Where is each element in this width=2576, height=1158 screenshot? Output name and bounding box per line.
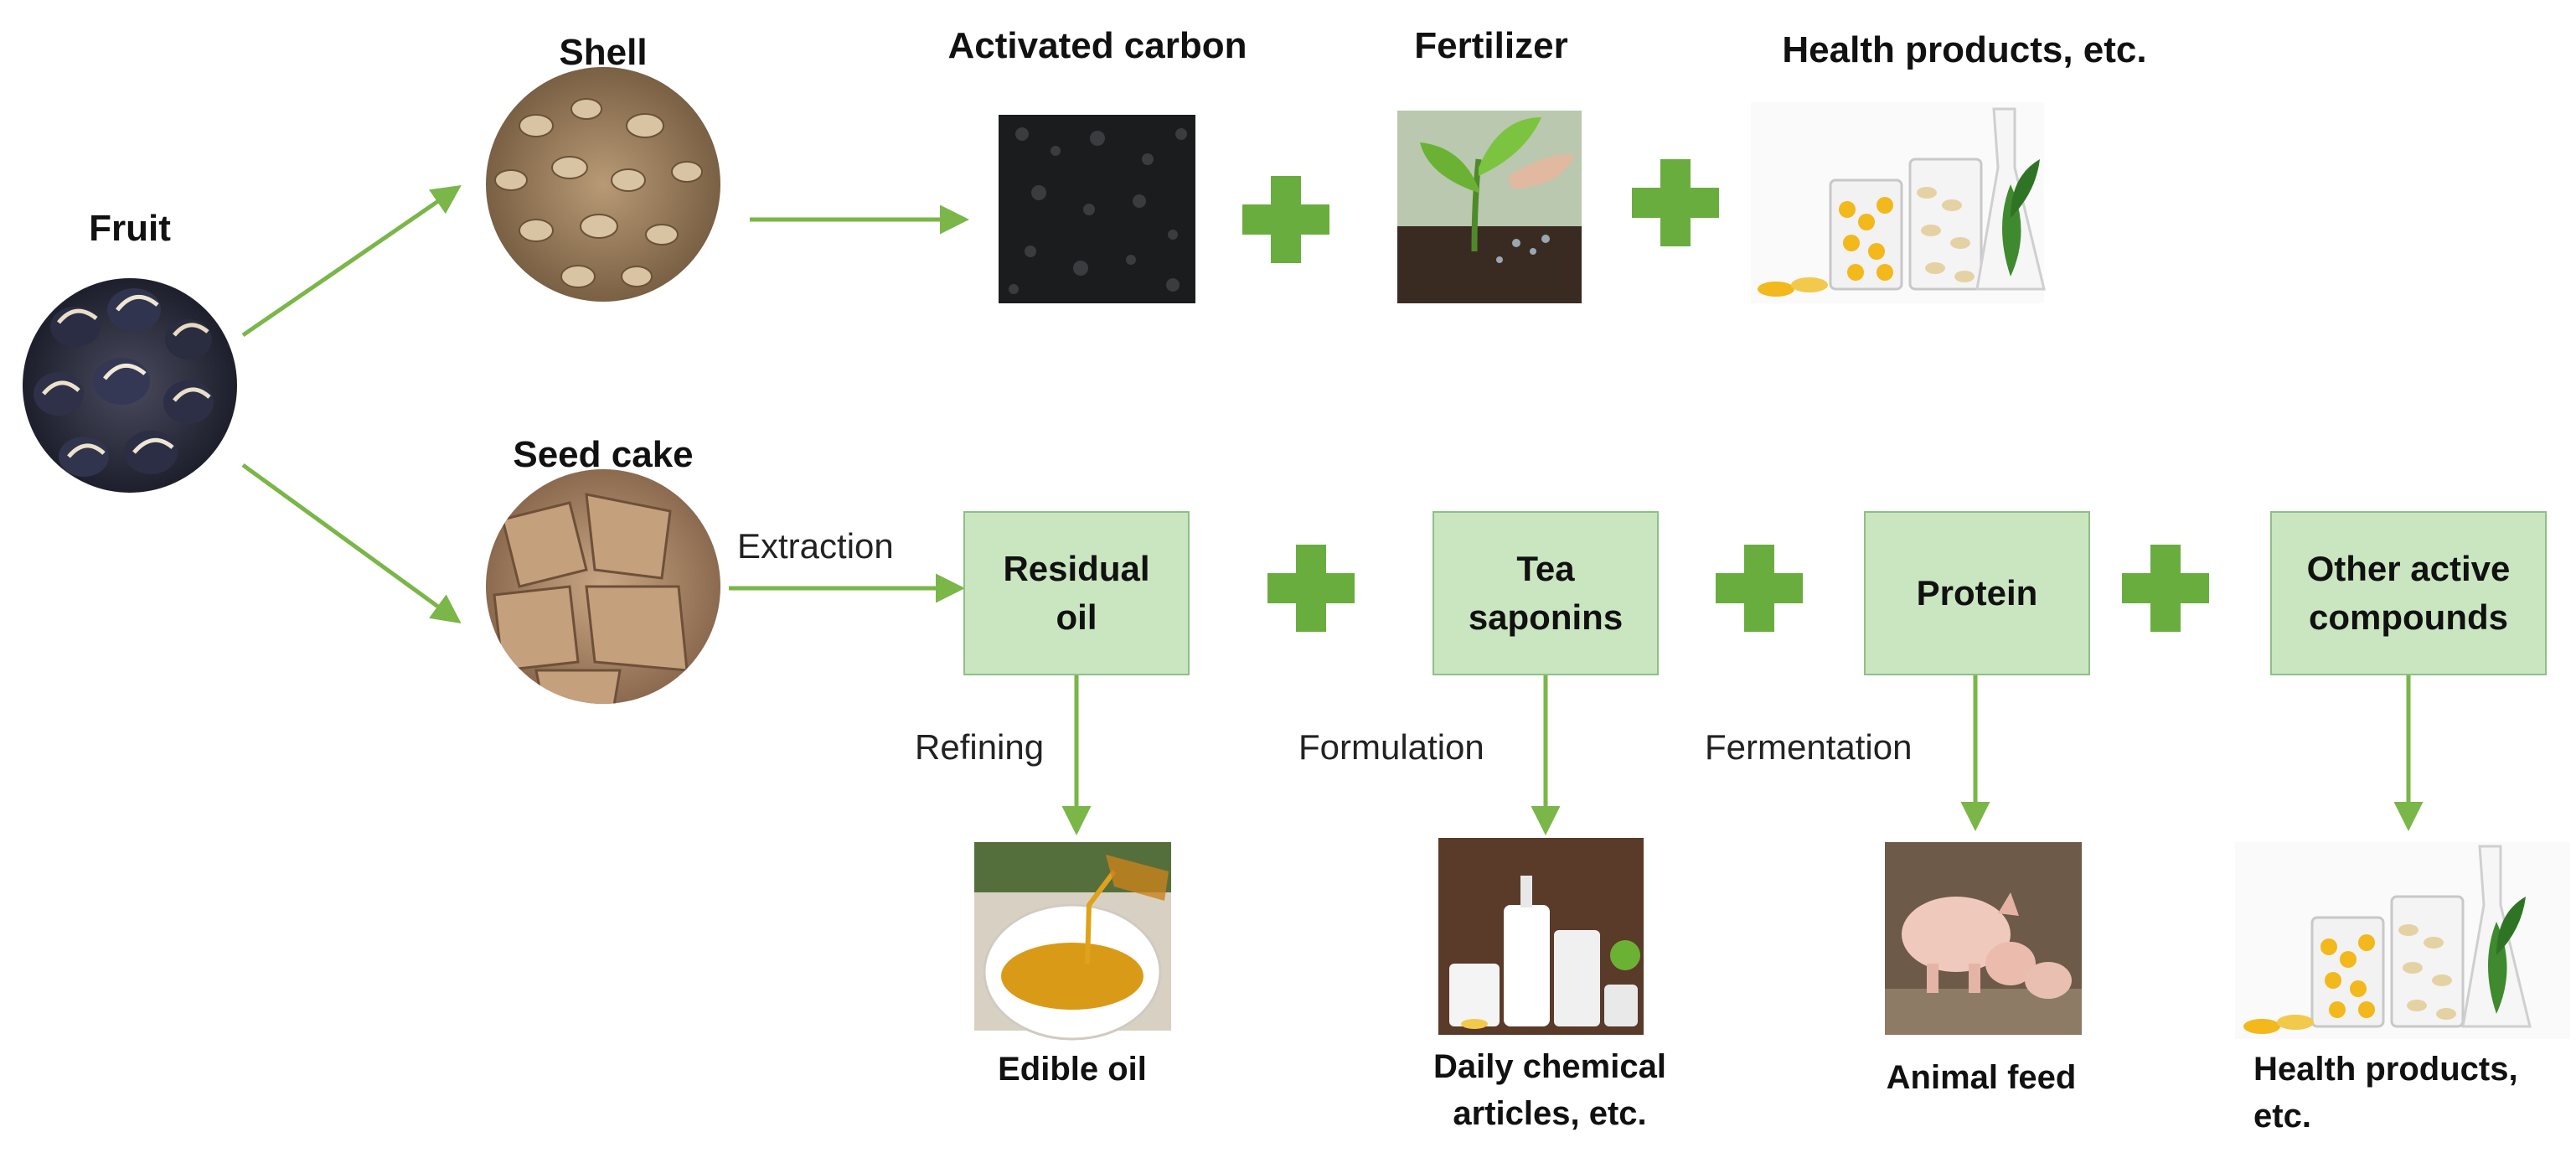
animal-feed-photo <box>1885 842 2082 1035</box>
edge-label-formulation: Formulation <box>1298 727 1484 767</box>
plus-icon <box>2122 545 2209 632</box>
edge-label-fermentation: Fermentation <box>1705 727 1913 767</box>
label-fertilizer: Fertilizer <box>1414 25 1568 66</box>
label-animal-feed: Animal feed <box>1886 1059 2077 1096</box>
box-other-active-compounds: Other active compounds <box>2270 511 2547 675</box>
daily-chemical-photo <box>1438 838 1644 1035</box>
plus-icon <box>1632 159 1719 246</box>
box-label: Residual oil <box>1003 549 1150 637</box>
label-seed-cake: Seed cake <box>513 434 694 475</box>
label-line: etc. <box>2253 1098 2311 1135</box>
box-label: Tea saponins <box>1468 549 1624 637</box>
label-shell: Shell <box>559 32 648 73</box>
label-edible-oil: Edible oil <box>998 1051 1147 1088</box>
box-protein: Protein <box>1864 511 2090 675</box>
label-fruit: Fruit <box>89 208 171 249</box>
plus-icon <box>1716 545 1803 632</box>
arrow-fruit-to-seed-cake <box>241 463 462 624</box>
label-line: Daily chemical <box>1433 1048 1666 1085</box>
label-activated-carbon: Activated carbon <box>947 25 1247 66</box>
arrows <box>241 185 2424 835</box>
arrow-fruit-to-shell <box>241 185 462 338</box>
plus-icon <box>1242 176 1329 263</box>
box-residual-oil: Residual oil <box>963 511 1190 675</box>
shell-photo <box>486 67 720 302</box>
label-daily-chemical: Daily chemical articles, etc. <box>1416 1043 1684 1137</box>
box-label: Other active compounds <box>2306 549 2511 637</box>
activated-carbon-photo <box>999 115 1195 303</box>
edible-oil-photo <box>974 842 1171 1041</box>
box-label: Protein <box>1916 573 2038 613</box>
health-products-photo <box>1751 102 2046 303</box>
fruit-photo <box>23 278 237 493</box>
label-health-products-bottom: Health products, etc. <box>2253 1046 2572 1140</box>
label-line: Health products, <box>2253 1051 2518 1088</box>
label-line: articles, etc. <box>1453 1095 1647 1132</box>
plus-icon <box>1267 545 1355 632</box>
box-tea-saponins: Tea saponins <box>1433 511 1659 675</box>
fertilizer-photo <box>1397 111 1582 303</box>
edge-label-extraction: Extraction <box>737 526 894 566</box>
seed-cake-photo <box>486 469 720 704</box>
edge-label-refining: Refining <box>915 727 1045 767</box>
label-health-products-top: Health products, etc. <box>1782 29 2147 70</box>
health-products-photo <box>2235 842 2570 1039</box>
